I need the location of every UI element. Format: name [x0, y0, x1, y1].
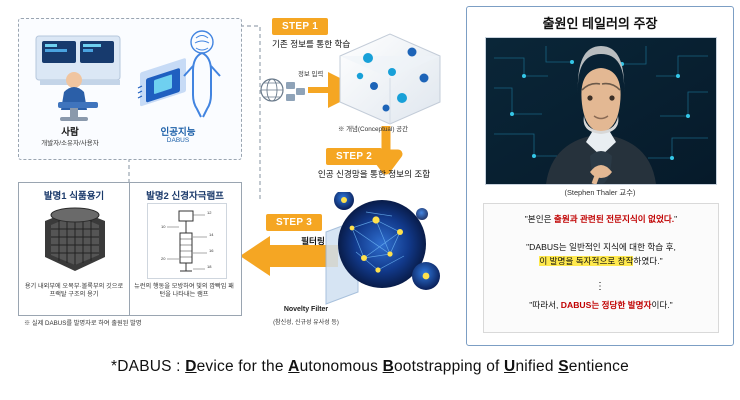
thaler-portrait	[485, 37, 717, 185]
inventions-divider	[129, 183, 130, 315]
quote-1-prefix: "본인은	[524, 214, 554, 224]
svg-text:14: 14	[209, 232, 214, 237]
novelty-filter-title: Novelty Filter	[283, 306, 329, 313]
actor-person-sub: 개발자/소유자/사용자	[41, 140, 99, 147]
person-illustration	[35, 35, 121, 121]
svg-text:12: 12	[207, 210, 212, 215]
diagram-left-panel: 사람 개발자/소유자/사용자 인공지능 DABUS 발명1 식품용기 발명2 신…	[8, 6, 458, 346]
actor-ai-sub: DABUS	[166, 137, 190, 144]
step-1-text: 기존 정보를 통한 학습	[272, 39, 351, 49]
quote-4-prefix: "따라서,	[529, 300, 561, 310]
acronym-letter: S	[558, 358, 569, 375]
invention-1-caption: 용기 내외부에 오목부·볼록부의 깃으로 프랙탈 구조의 용기	[24, 283, 124, 299]
novelty-filter-sub: (참신성, 신규성 유사성 등)	[273, 320, 339, 326]
invention-2-caption: 뉴런의 행동을 모방하여 빛의 깜빡임 패턴을 나타내는 램프	[134, 283, 234, 299]
acronym-word: the	[261, 358, 289, 375]
conceptual-space-note: ※ 개념(Conceptual) 공간	[338, 126, 409, 133]
inventions-footnote: ※ 실제 DABUS를 발명자로 하여 출원된 발명	[24, 320, 142, 327]
acronym-word: entience	[568, 358, 629, 375]
acronym-word: nified	[515, 358, 559, 375]
acronym-letter: A	[288, 358, 300, 375]
quote-4-red: DABUS는 정당한 발명자	[560, 300, 652, 310]
svg-text:20: 20	[161, 256, 166, 261]
quote-1: "본인은 출원과 관련된 전문지식이 없었다."	[484, 214, 718, 226]
ai-illustration	[137, 30, 221, 118]
invention-1-header: 발명1 식품용기	[43, 191, 105, 202]
food-container-image	[45, 207, 105, 271]
svg-text:10: 10	[161, 224, 166, 229]
quote-3-highlight: 이 발명을 독자적으로 창작	[539, 256, 634, 266]
quote-4: "따라서, DABUS는 정당한 발명자이다."	[484, 300, 718, 312]
portrait-graphic	[486, 38, 716, 184]
quote-4-suffix: 이다."	[651, 300, 673, 310]
quote-3: 이 발명을 독자적으로 창작하였다."	[484, 256, 718, 268]
svg-text:16: 16	[209, 248, 214, 253]
acronym-word: ootstrapping	[393, 358, 487, 375]
quote-3-suffix: 하였다."	[633, 256, 663, 266]
step-3-chip: STEP 3	[266, 214, 323, 231]
acronym-word: utonomous	[299, 358, 383, 375]
svg-text:18: 18	[207, 264, 212, 269]
acronym-letter: B	[382, 358, 394, 375]
acronym-word: for	[238, 358, 262, 375]
step-2-text: 인공 신경망을 통한 정보의 조합	[317, 169, 431, 179]
neural-lamp-drawing: 12 14 16 18 10 20	[147, 203, 227, 279]
dabus-acronym-caption: *DABUS : Device for the Autonomous Boots…	[0, 358, 740, 376]
actor-ai-label: 인공지능	[160, 127, 196, 138]
invention-2-header: 발명2 신경자극램프	[146, 191, 224, 202]
acronym-letter: D	[185, 358, 197, 375]
acronym-prefix: *DABUS :	[111, 358, 186, 375]
neural-network-blob	[334, 192, 440, 290]
actor-person-label: 사람	[61, 127, 79, 138]
portrait-caption: (Stephen Thaler 교수)	[564, 188, 636, 197]
inventions-box: 발명1 식품용기 발명2 신경자극램프	[18, 182, 242, 316]
globe-data-icon	[260, 78, 305, 102]
acronym-parts: Device for the Autonomous Bootstrapping …	[185, 358, 629, 375]
acronym-letter: U	[504, 358, 516, 375]
quotes-box: "본인은 출원과 관련된 전문지식이 없었다." "DABUS는 일반적인 지식…	[483, 203, 719, 333]
step-1-chip: STEP 1	[272, 18, 329, 35]
data-input-note: 정보 입력	[298, 71, 324, 78]
claims-panel: 출원인 테일러의 주장	[466, 6, 734, 346]
quote-2: "DABUS는 일반적인 지식에 대한 학습 후,	[526, 242, 676, 252]
quote-1-red: 출원과 관련된 전문지식이 없었다.	[553, 214, 675, 224]
step-3-text: 필터링	[301, 236, 325, 246]
quote-ellipsis: ⋮	[595, 281, 607, 292]
claims-panel-title: 출원인 테일러의 주장	[542, 16, 658, 31]
conceptual-space-cube	[339, 33, 441, 125]
acronym-word: evice	[196, 358, 239, 375]
quote-1-suffix: "	[674, 214, 678, 224]
step-2-chip: STEP 2	[326, 148, 383, 165]
acronym-word: of	[486, 358, 505, 375]
